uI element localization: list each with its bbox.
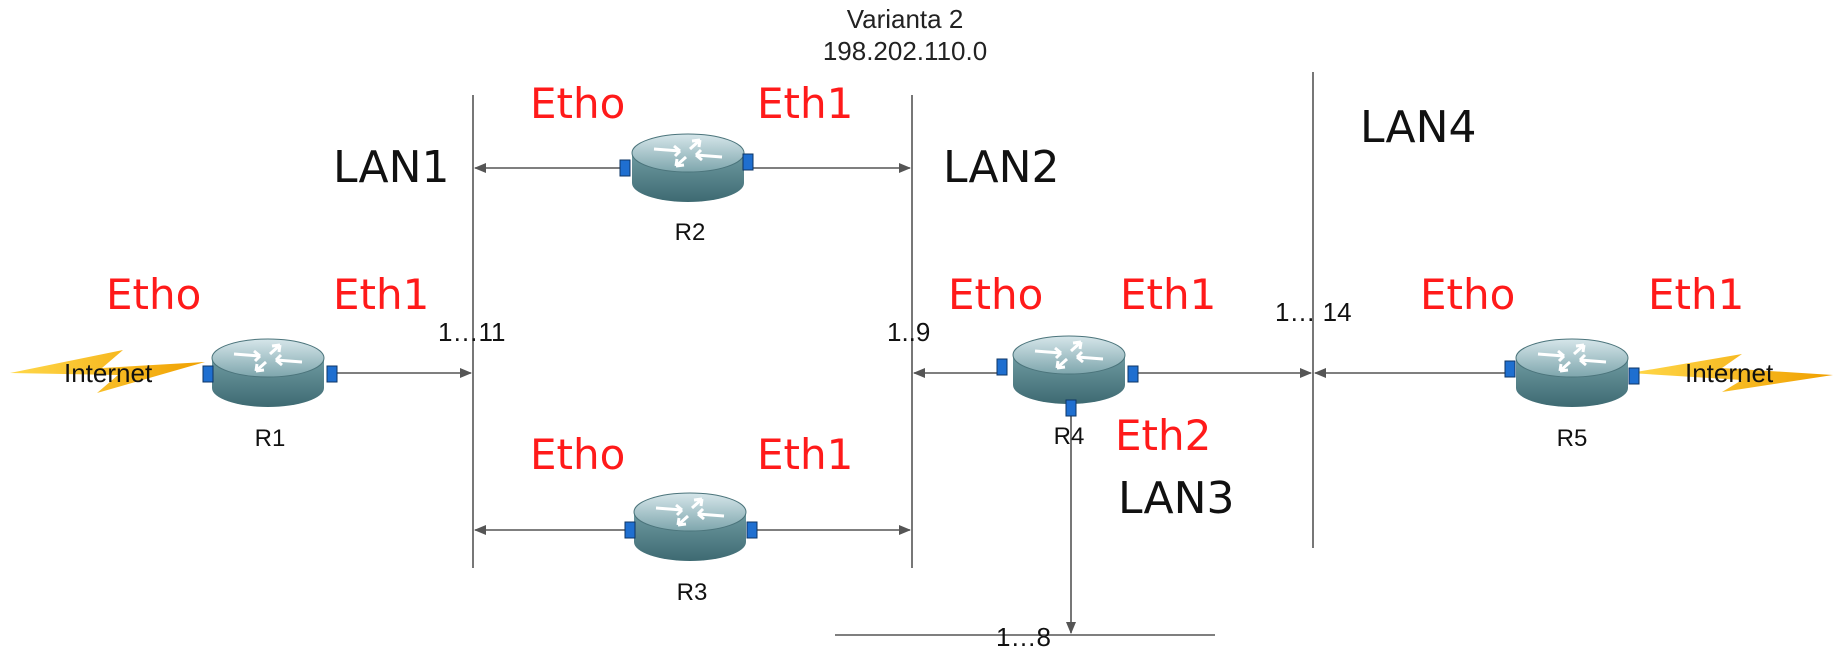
r5-eth0-label: Etho: [1420, 270, 1515, 319]
lan3-label: LAN3: [1118, 473, 1235, 524]
internet-left-label: Internet: [64, 358, 153, 388]
r4-eth2-label: Eth2: [1115, 411, 1211, 460]
internet-right-label: Internet: [1685, 358, 1774, 388]
lan2-label: LAN2: [943, 142, 1060, 193]
network-address: 198.202.110.0: [823, 36, 987, 66]
r3-port-eth0: [624, 521, 636, 539]
r5-port-eth0: [1504, 360, 1516, 378]
router-r2[interactable]: [619, 132, 754, 204]
router-r3[interactable]: [624, 491, 758, 563]
r2-eth1-label: Eth1: [757, 79, 853, 128]
r2-eth0-label: Etho: [530, 79, 625, 128]
r5-eth1-label: Eth1: [1648, 270, 1744, 319]
lan4-label: LAN4: [1360, 102, 1477, 153]
router-r5[interactable]: [1504, 337, 1640, 409]
router-r1-icon: [210, 337, 326, 409]
r1-eth1-label: Eth1: [333, 270, 429, 319]
r1-eth0-label: Etho: [106, 270, 201, 319]
router-r1[interactable]: [202, 337, 338, 409]
router-r3-icon: [632, 491, 748, 563]
r4-eth1-label: Eth1: [1120, 270, 1216, 319]
r3-eth1-label: Eth1: [757, 430, 853, 479]
r2-port-eth1: [742, 153, 754, 171]
r3-eth0-label: Etho: [530, 430, 625, 479]
router-r4-icon: [1011, 334, 1127, 406]
router-r4[interactable]: [996, 334, 1139, 417]
r4-port-eth2: [1065, 399, 1077, 417]
internet-left-lightning-icon: [10, 350, 205, 393]
lan3-host-range: 1…8: [996, 622, 1051, 650]
lan1-host-range: 1…11: [438, 317, 505, 347]
internet-right-lightning-icon: [1630, 354, 1833, 392]
variant-title: Varianta 2: [847, 4, 964, 34]
lan1-label: LAN1: [333, 142, 450, 193]
router-r4-label: R4: [1054, 423, 1085, 450]
r2-port-eth0: [619, 159, 631, 177]
router-r5-icon: [1514, 337, 1630, 409]
router-r5-label: R5: [1557, 425, 1588, 452]
r1-port-eth0: [202, 365, 214, 383]
r4-port-eth1: [1127, 365, 1139, 383]
router-r3-label: R3: [677, 579, 708, 606]
r1-port-eth1: [326, 365, 338, 383]
r5-port-eth1: [1628, 367, 1640, 385]
lan4-host-range: 1… 14: [1275, 297, 1352, 327]
r4-eth0-label: Etho: [948, 270, 1043, 319]
router-r2-label: R2: [675, 219, 706, 246]
r3-port-eth1: [746, 521, 758, 539]
lan2-host-range: 1..9: [887, 317, 930, 347]
r4-port-eth0: [996, 358, 1008, 376]
router-r2-icon: [630, 132, 746, 204]
router-r1-label: R1: [255, 425, 286, 452]
